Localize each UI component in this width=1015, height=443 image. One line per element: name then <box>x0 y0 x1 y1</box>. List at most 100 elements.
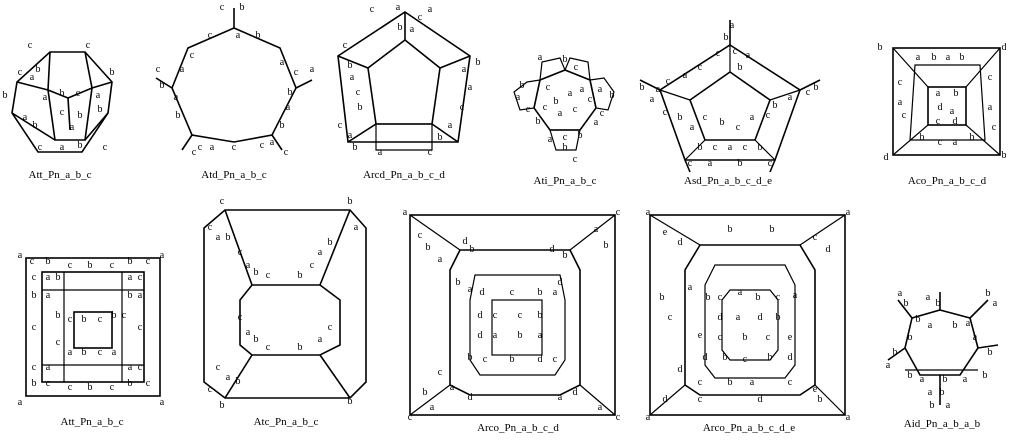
caption-atd: Atd_Pn_a_b_c <box>201 169 267 181</box>
edge-label: c <box>38 142 43 153</box>
edge-label: c <box>98 314 103 325</box>
edge-label: d <box>478 330 483 341</box>
edge-label: c <box>220 2 225 13</box>
edge-label: a <box>46 362 51 373</box>
edge-label: b <box>456 277 461 288</box>
edge-label: b <box>960 52 965 63</box>
edge-label: c <box>418 230 423 241</box>
edge-label: c <box>418 12 423 23</box>
edge-label: a <box>898 97 903 108</box>
edge-label: a <box>210 142 215 153</box>
graph-arco <box>410 215 615 415</box>
edge-label: c <box>553 354 558 365</box>
edge-label: c <box>356 87 361 98</box>
edge-label: a <box>318 247 323 258</box>
edge-label: a <box>656 84 661 95</box>
edge-label: c <box>703 112 708 123</box>
edge-label: b <box>724 32 729 43</box>
edge-label: c <box>192 147 197 158</box>
edge-label: a <box>18 250 23 261</box>
caption-att-2: Att_Pn_a_b_c <box>61 416 124 428</box>
edge-label: c <box>220 196 225 207</box>
edge-label: d <box>538 354 543 365</box>
edge-label: b <box>88 382 93 393</box>
edge-label: c <box>460 102 465 113</box>
caption-arco: Arco_Pn_a_b_c_d <box>477 422 559 434</box>
edge-label: b <box>563 54 568 65</box>
edge-label: a <box>46 272 51 283</box>
edge-label: c <box>766 332 771 343</box>
edge-label: a <box>846 412 851 423</box>
edge-label: a <box>598 402 603 413</box>
edge-label: b <box>776 312 781 323</box>
edge-label: b <box>226 232 231 243</box>
edge-label: c <box>902 110 907 121</box>
edge-label: c <box>546 82 551 93</box>
edge-label: a <box>160 250 165 261</box>
edge-label: d <box>826 244 831 255</box>
edge-label: b <box>98 104 103 115</box>
edge-label: a <box>650 94 655 105</box>
edge-label: b <box>78 110 83 121</box>
edge-label: b <box>943 374 948 385</box>
caption-arco-e: Arco_Pn_a_b_c_d_e <box>703 422 795 434</box>
edge-label: c <box>736 122 741 133</box>
edge-label: b <box>348 196 353 207</box>
edge-label: c <box>266 270 271 281</box>
edge-label: a <box>246 327 251 338</box>
edge-label: b <box>254 334 259 345</box>
edge-label: b <box>510 354 515 365</box>
edge-label: d <box>788 352 793 363</box>
edge-label: c <box>198 142 203 153</box>
edge-label: a <box>746 50 751 61</box>
edge-label: b <box>640 82 645 93</box>
edge-label: b <box>328 237 333 248</box>
edge-label: b <box>743 332 748 343</box>
edge-label: a <box>428 4 433 15</box>
edge-label: b <box>236 376 241 387</box>
edge-label: b <box>538 287 543 298</box>
edge-label: c <box>208 222 213 233</box>
edge-label: c <box>32 362 37 373</box>
edge-label: c <box>616 412 621 423</box>
edge-label: c <box>68 260 73 271</box>
edge-label: b <box>930 400 935 411</box>
edge-label: c <box>698 377 703 388</box>
edge-label: b <box>426 242 431 253</box>
edge-label: b <box>986 288 991 299</box>
edge-label: b <box>476 57 481 68</box>
edge-label: c <box>526 104 531 115</box>
edge-label: b <box>720 117 725 128</box>
edge-label: b <box>538 310 543 321</box>
edge-label: a <box>728 142 733 153</box>
edge-label: c <box>238 312 243 323</box>
edge-label: a <box>68 347 73 358</box>
edge-label: a <box>70 122 75 133</box>
edge-label: a <box>928 387 933 398</box>
edge-label: a <box>946 400 951 411</box>
edge-label: c <box>138 362 143 373</box>
edge-label: b <box>60 88 65 99</box>
edge-label: a <box>410 24 415 35</box>
edge-label: c <box>768 158 773 169</box>
edge-label: c <box>483 354 488 365</box>
edge-label: b <box>908 332 913 343</box>
edge-label: a <box>936 88 941 99</box>
caption-att-1: Att_Pn_a_b_c <box>29 169 92 181</box>
edge-label: a <box>96 90 101 101</box>
caption-aco: Aco_Pn_a_b_c_d <box>908 175 987 187</box>
edge-label: b <box>220 400 225 411</box>
edge-label: a <box>378 147 383 158</box>
edge-label: d <box>573 387 578 398</box>
edge-label: b <box>254 267 259 278</box>
edge-label: a <box>553 287 558 298</box>
edge-label: b <box>423 387 428 398</box>
edge-label: b <box>536 116 541 127</box>
edge-label: b <box>256 30 261 41</box>
edge-label: b <box>56 310 61 321</box>
edge-label: b <box>756 292 761 303</box>
edge-label: a <box>963 374 968 385</box>
edge-label: a <box>736 312 741 323</box>
edge-label: c <box>718 332 723 343</box>
edge-label: b <box>728 377 733 388</box>
